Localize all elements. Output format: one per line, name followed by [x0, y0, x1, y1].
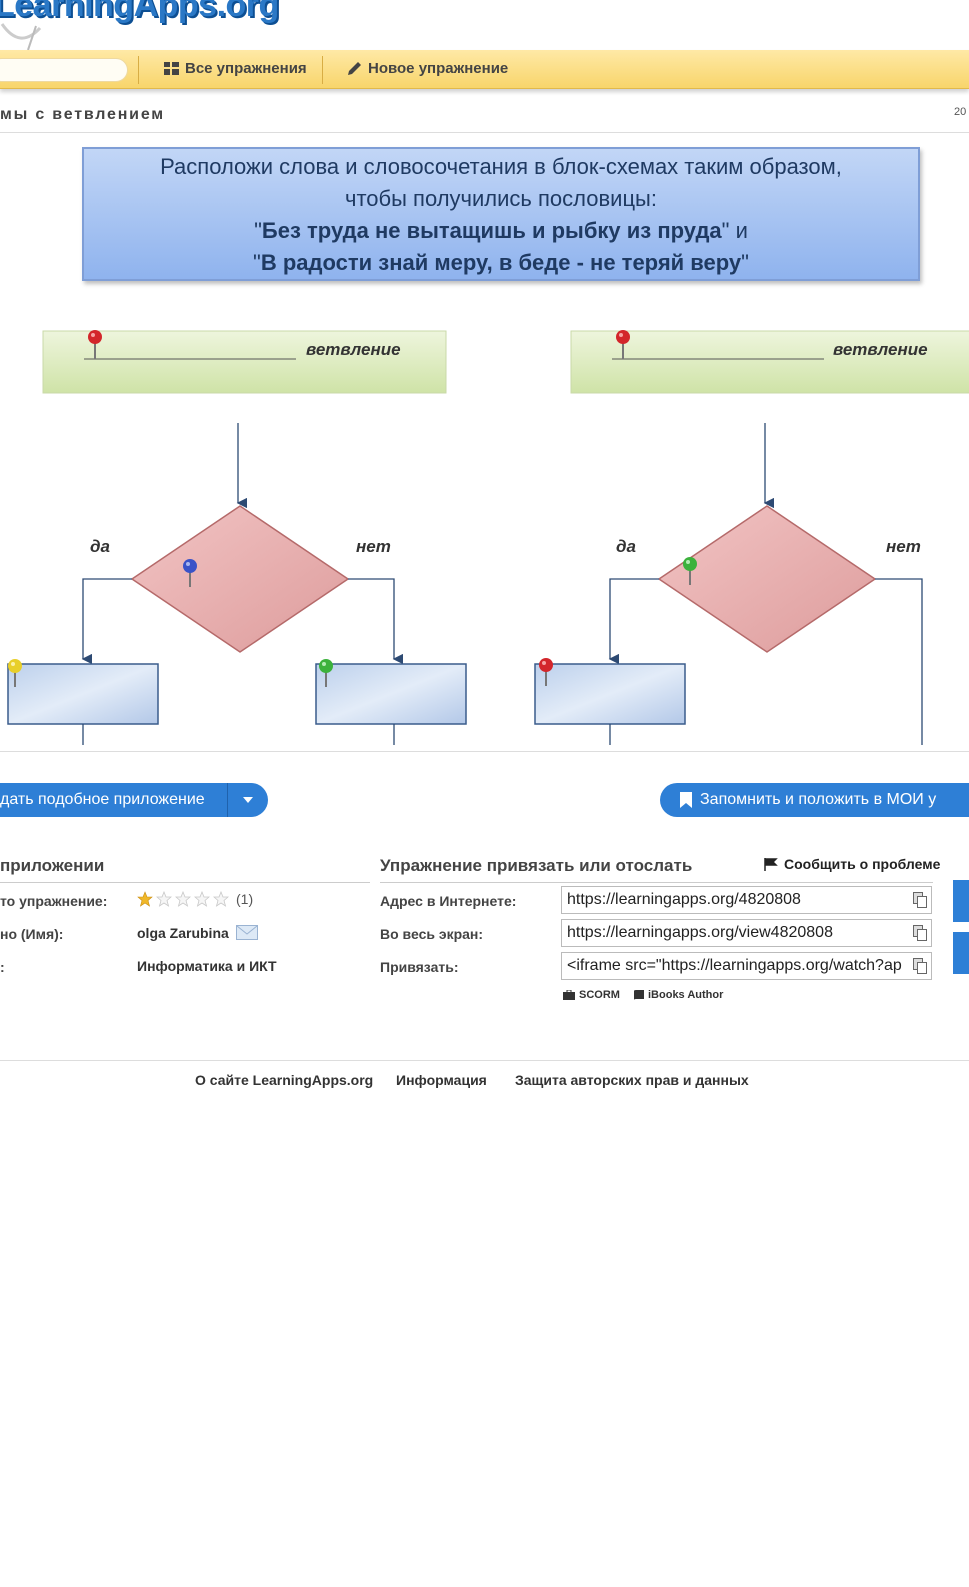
- divider: [0, 751, 969, 752]
- report-label: Сообщить о проблеме: [784, 856, 941, 872]
- page-title: мы с ветвлением: [0, 106, 165, 123]
- pin-red-right[interactable]: [616, 330, 630, 359]
- flag-icon: [764, 857, 778, 871]
- star-empty-icon[interactable]: [213, 891, 229, 907]
- nav-new-label: Новое упражнение: [368, 60, 509, 77]
- create-similar-label: дать подобное приложение: [0, 791, 205, 808]
- star-empty-icon[interactable]: [175, 891, 191, 907]
- scorm-link[interactable]: SCORM: [563, 989, 620, 1001]
- subject-label: :: [0, 959, 5, 975]
- branch-label-left: ветвление: [306, 340, 401, 359]
- star-filled-icon[interactable]: [137, 891, 153, 907]
- task-line-1: Расположи слова и словосочетания в блок-…: [160, 154, 842, 179]
- grid-icon: [164, 62, 179, 75]
- yes-label-right: да: [616, 537, 636, 556]
- proverb-1: Без труда не вытащишь и рыбку из пруда: [261, 218, 722, 243]
- side-tab-button[interactable]: [953, 932, 969, 974]
- decision-diamond-right[interactable]: [657, 505, 877, 653]
- pin-green-diamond[interactable]: [683, 557, 697, 585]
- yes-box-right[interactable]: [534, 663, 686, 725]
- flowchart-right: [534, 330, 969, 745]
- branch-header-right[interactable]: [570, 330, 969, 394]
- ibooks-label: iBooks Author: [648, 989, 724, 1001]
- ibooks-link[interactable]: iBooks Author: [634, 989, 723, 1001]
- subject-value[interactable]: Информатика и ИКТ: [137, 958, 277, 974]
- star-empty-icon[interactable]: [156, 891, 172, 907]
- branch-header-left[interactable]: [42, 330, 447, 394]
- rating-stars[interactable]: (1): [137, 891, 253, 907]
- bookmark-icon: [680, 792, 692, 808]
- task-and: и: [729, 218, 748, 243]
- yes-box-left[interactable]: [7, 663, 159, 725]
- fullscreen-field[interactable]: https://learningapps.org/view4820808: [561, 919, 932, 947]
- remember-label: Запомнить и положить в МОИ у: [700, 791, 937, 808]
- pin-green-box[interactable]: [319, 659, 333, 687]
- task-line-4: "В радости знай меру, в беде - не теряй …: [253, 250, 749, 275]
- scorm-label: SCORM: [579, 989, 620, 1001]
- mail-icon[interactable]: [236, 925, 258, 940]
- proverb-2: В радости знай меру, в беде - не теряй в…: [260, 250, 742, 275]
- pin-blue[interactable]: [183, 559, 197, 587]
- site-logo[interactable]: LearningApps.org: [0, 0, 279, 24]
- copy-icon[interactable]: [913, 958, 927, 974]
- divider: [380, 882, 933, 883]
- fullscreen-label: Во весь экран:: [380, 926, 484, 942]
- no-label-left: нет: [356, 537, 391, 556]
- rating-label: то упражнение:: [0, 893, 108, 909]
- report-problem-link[interactable]: Сообщить о проблеме: [764, 856, 940, 872]
- no-box-left[interactable]: [315, 663, 467, 725]
- branch-label-right: ветвление: [833, 340, 928, 359]
- yes-label-left: да: [90, 537, 110, 556]
- fullscreen-value: https://learningapps.org/view4820808: [567, 924, 833, 941]
- remember-button[interactable]: Запомнить и положить в МОИ у: [660, 783, 969, 817]
- task-line-2: чтобы получились пословицы:: [345, 186, 657, 211]
- create-similar-button[interactable]: дать подобное приложение: [0, 783, 268, 817]
- author-label: но (Имя):: [0, 926, 64, 942]
- pencil-icon: [348, 62, 361, 75]
- nav-all-label: Все упражнения: [185, 60, 307, 77]
- footer-about-link[interactable]: О сайте LearningApps.org: [195, 1072, 374, 1088]
- nav-bar: [0, 50, 969, 89]
- address-value: https://learningapps.org/4820808: [567, 891, 801, 908]
- decision-diamond-left[interactable]: [130, 505, 350, 653]
- copy-icon[interactable]: [913, 925, 927, 941]
- pin-red-left[interactable]: [88, 330, 102, 359]
- divider: [0, 882, 370, 883]
- search-input[interactable]: [0, 58, 128, 82]
- star-empty-icon[interactable]: [194, 891, 210, 907]
- briefcase-icon: [563, 990, 575, 1000]
- flowcharts: [7, 330, 969, 745]
- embed-label: Привязать:: [380, 959, 459, 975]
- exercise-area[interactable]: Расположи слова и словосочетания в блок-…: [0, 133, 969, 751]
- nav-separator: [322, 56, 323, 84]
- nav-all-exercises[interactable]: Все упражнения: [164, 60, 307, 77]
- pin-yellow[interactable]: [8, 659, 22, 687]
- divider: [0, 1060, 969, 1061]
- pin-red-box[interactable]: [539, 658, 553, 686]
- address-field[interactable]: https://learningapps.org/4820808: [561, 886, 932, 914]
- task-instruction: Расположи слова и словосочетания в блок-…: [82, 147, 920, 281]
- book-icon: [634, 989, 644, 1000]
- side-tab-button[interactable]: [953, 880, 969, 922]
- share-heading: Упражнение привязать или отослать: [380, 856, 693, 875]
- flowchart-left: [7, 330, 467, 745]
- page-date: 20: [954, 106, 967, 118]
- nav-new-exercise[interactable]: Новое упражнение: [347, 60, 508, 77]
- task-line-3: "Без труда не вытащишь и рыбку из пруда"…: [254, 218, 748, 243]
- divider: [0, 132, 969, 133]
- dropdown-caret-button[interactable]: [227, 783, 268, 817]
- address-label: Адрес в Интернете:: [380, 893, 517, 909]
- app-info-heading: приложении: [0, 856, 105, 875]
- no-label-right: нет: [886, 537, 921, 556]
- caret-down-icon: [243, 797, 253, 803]
- nav-separator: [138, 56, 139, 84]
- embed-value: <iframe src="https://learningapps.org/wa…: [567, 957, 902, 974]
- footer-privacy-link[interactable]: Защита авторских прав и данных: [515, 1072, 749, 1088]
- copy-icon[interactable]: [913, 892, 927, 908]
- rating-count: (1): [236, 891, 254, 907]
- logo-swirl-icon: [0, 23, 42, 51]
- author-name[interactable]: olga Zarubina: [137, 925, 229, 941]
- footer-info-link[interactable]: Информация: [396, 1072, 487, 1088]
- embed-field[interactable]: <iframe src="https://learningapps.org/wa…: [561, 952, 932, 980]
